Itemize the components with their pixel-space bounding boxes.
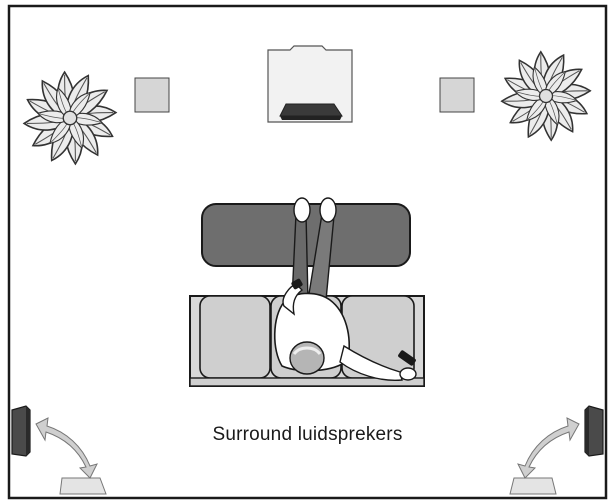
surround-speakers-caption: Surround luidsprekers — [212, 424, 403, 445]
surround-speaker-right-floor — [509, 477, 557, 495]
surround-speaker-right-icon — [509, 405, 604, 495]
front-speaker-right-icon — [439, 77, 475, 113]
curved-arrow-left-icon — [35, 417, 98, 479]
front-speaker-left-icon — [134, 77, 170, 113]
seated-person-icon — [273, 197, 417, 382]
surround-speaker-left-icon — [11, 405, 107, 495]
surround-speaker-left-floor — [59, 477, 107, 495]
curved-arrow-right-icon — [517, 417, 580, 479]
television-icon — [267, 45, 353, 123]
